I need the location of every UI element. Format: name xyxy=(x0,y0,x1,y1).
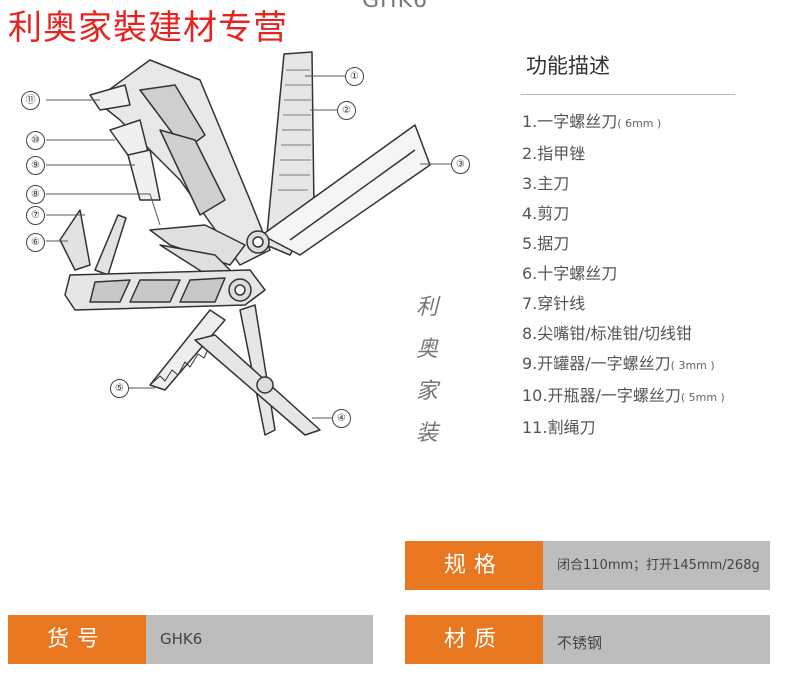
callout-6: ⑥ xyxy=(26,233,45,252)
feature-item: 11.割绳刀 xyxy=(522,418,596,437)
model-code-top: GHK6 xyxy=(362,0,429,13)
callout-3: ③ xyxy=(451,155,470,174)
title-divider xyxy=(521,94,735,95)
feature-title: 功能描述 xyxy=(526,54,610,78)
feature-item: 5.据刀 xyxy=(522,234,570,253)
spec-material-label: 材质 xyxy=(405,615,543,664)
callout-7: ⑦ xyxy=(26,206,45,225)
spec-material-value: 不锈钢 xyxy=(543,615,770,664)
shop-name: 利奥家裝建材专营 xyxy=(8,8,288,48)
feature-list: 1.一字螺丝刀( 6mm ) 2.指甲锉 3.主刀 4.剪刀 5.据刀 6.十字… xyxy=(522,107,725,443)
spec-model-label: 货号 xyxy=(8,615,146,664)
callout-11: ⑪ xyxy=(21,91,40,110)
spec-material-row: 材质 不锈钢 xyxy=(405,615,770,664)
callout-1: ① xyxy=(345,67,364,86)
callout-2: ② xyxy=(337,101,356,120)
feature-item: 9.开罐器/一字螺丝刀( 3mm ) xyxy=(522,354,715,373)
multitool-illustration xyxy=(46,51,452,436)
feature-item: 8.尖嘴钳/标准钳/切线钳 xyxy=(522,324,693,343)
feature-item: 10.开瓶器/一字螺丝刀( 5mm ) xyxy=(522,386,725,405)
feature-item: 3.主刀 xyxy=(522,174,570,193)
feature-item: 2.指甲锉 xyxy=(522,144,586,163)
callout-10: ⑩ xyxy=(26,131,45,150)
spec-size-label: 规格 xyxy=(405,541,543,590)
callout-4: ④ xyxy=(332,409,351,428)
callout-9: ⑨ xyxy=(26,156,45,175)
spec-size-row: 规格 闭合110mm；打开145mm/268g xyxy=(405,541,770,590)
spec-size-value: 闭合110mm；打开145mm/268g xyxy=(543,541,770,590)
callout-8: ⑧ xyxy=(26,185,45,204)
callout-5: ⑤ xyxy=(110,379,129,398)
feature-item: 7.穿针线 xyxy=(522,294,586,313)
feature-item: 4.剪刀 xyxy=(522,204,570,223)
watermark: 利 奥 家 装 xyxy=(415,295,438,446)
spec-model-value: GHK6 xyxy=(146,615,373,664)
feature-item: 1.一字螺丝刀( 6mm ) xyxy=(522,112,662,131)
spec-model-row: 货号 GHK6 xyxy=(8,615,373,664)
feature-item: 6.十字螺丝刀 xyxy=(522,264,618,283)
